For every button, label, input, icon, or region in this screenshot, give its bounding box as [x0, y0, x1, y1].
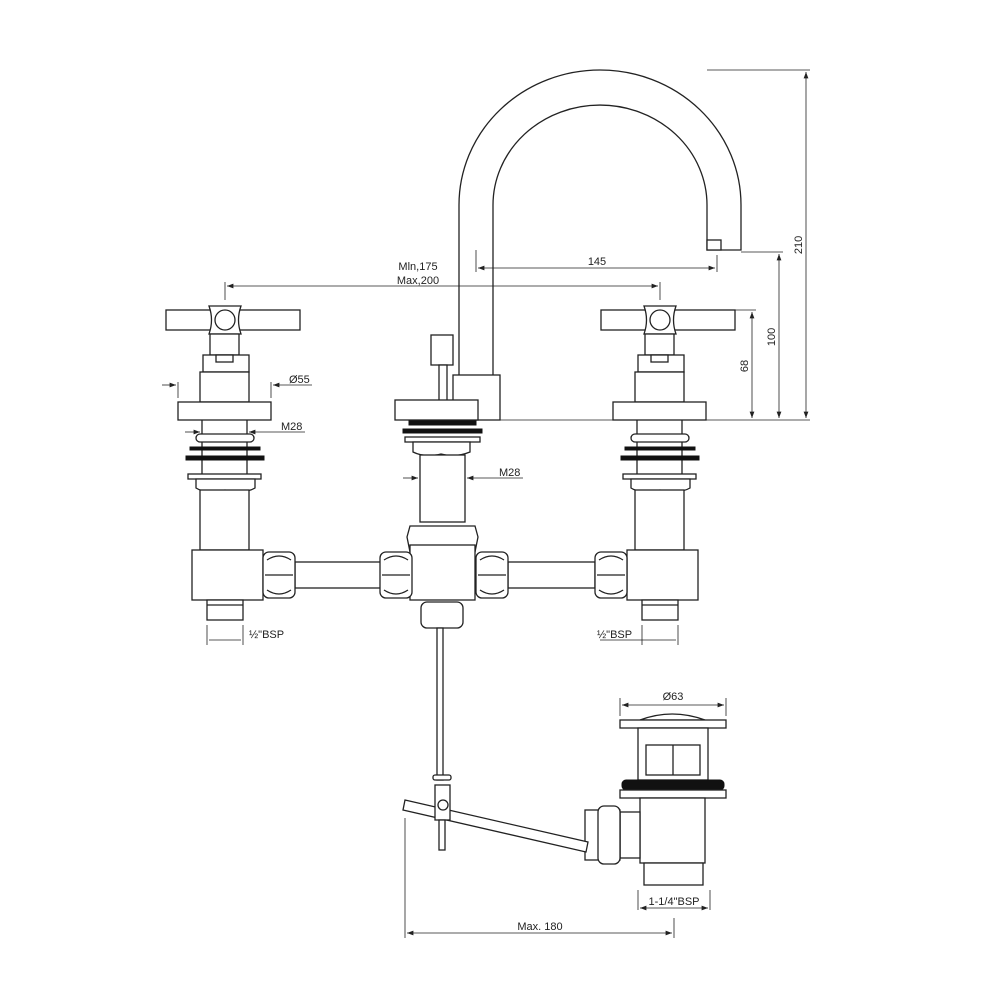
- popup-knob: [430, 334, 454, 366]
- dim-spout-reach: 145: [588, 256, 606, 268]
- dim-spout-height: 100: [766, 328, 778, 346]
- dim-right-inlet: ½"BSP: [597, 629, 632, 641]
- dim-centers-max: Max,200: [397, 275, 439, 287]
- dim-handle-height: 68: [739, 360, 751, 372]
- dim-left-inlet: ½"BSP: [249, 629, 284, 641]
- dim-waste-reach: Max. 180: [517, 921, 562, 933]
- dim-flange-diameter: Ø55: [289, 374, 310, 386]
- spout: [458, 69, 742, 422]
- dim-overall-height: 210: [793, 236, 805, 254]
- dim-spout-thread: M28: [499, 467, 520, 479]
- dimension-lines: [162, 69, 810, 938]
- dim-handle-thread: M28: [281, 421, 302, 433]
- dim-waste-thread: 1-1/4"BSP: [649, 896, 700, 908]
- dim-waste-diameter: Ø63: [663, 691, 684, 703]
- dim-centers-min: Mln,175: [398, 261, 437, 273]
